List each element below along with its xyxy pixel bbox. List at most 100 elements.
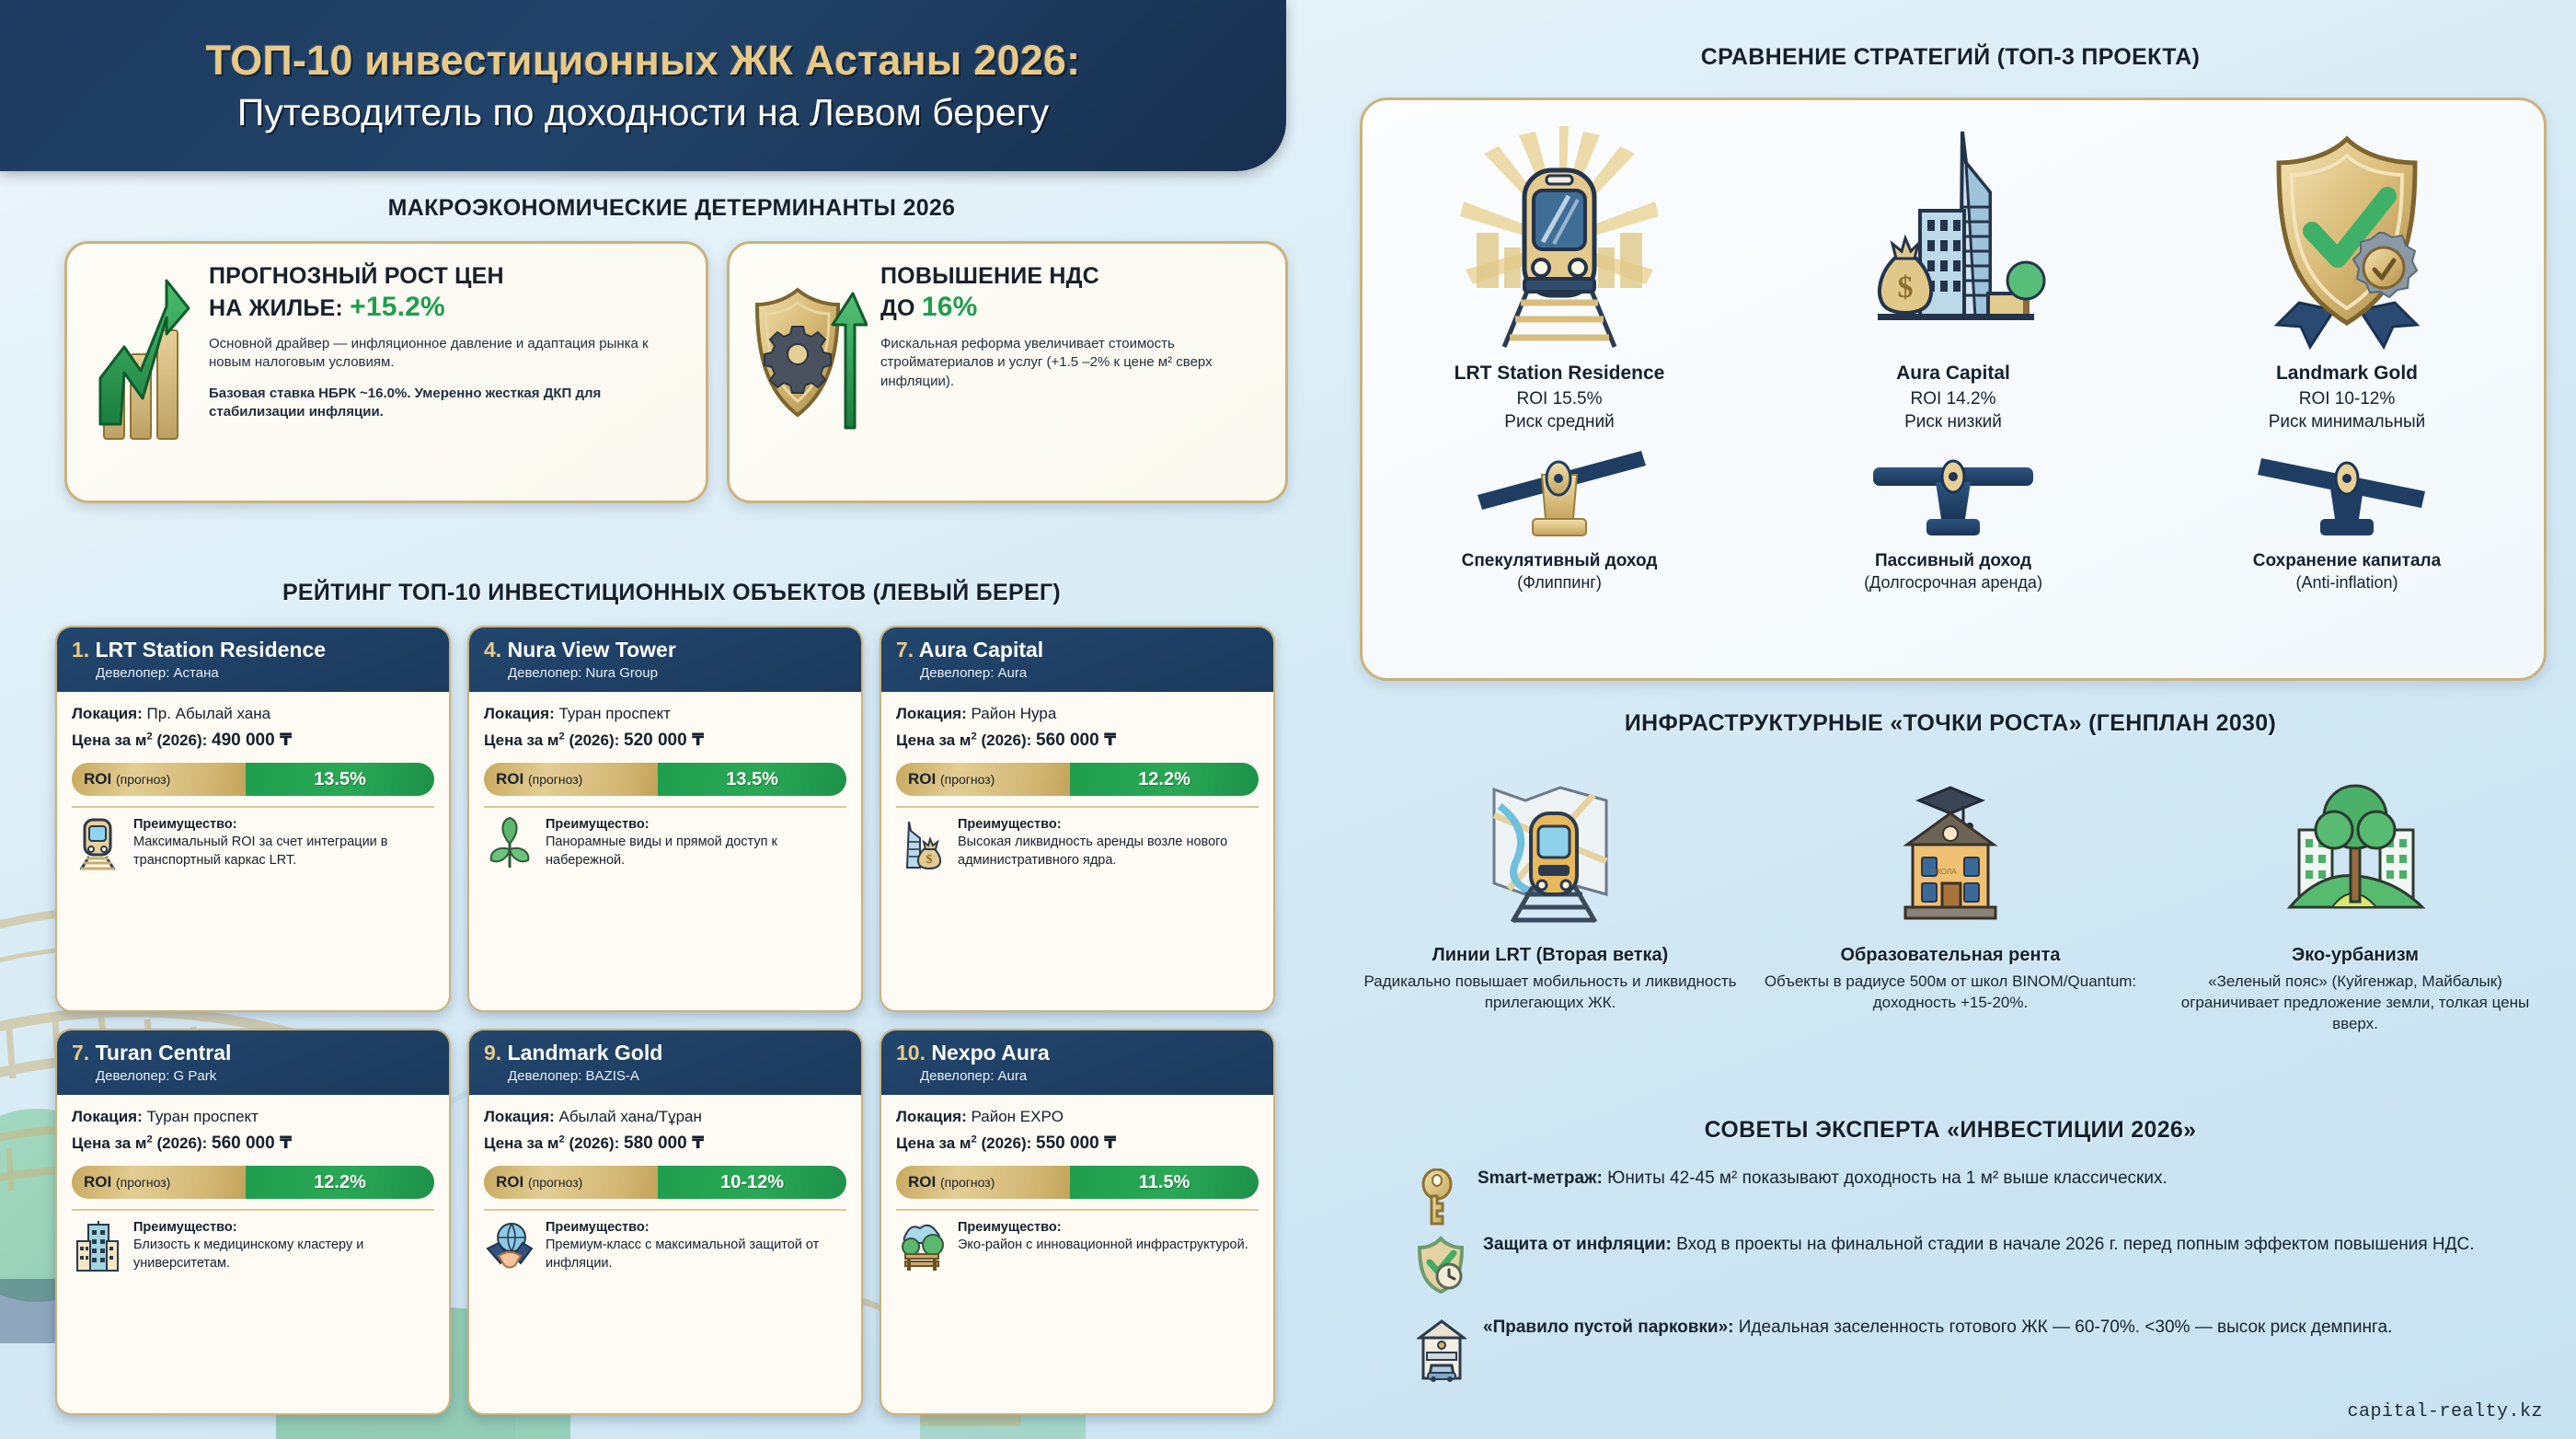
ranking-card-title: 1. LRT Station Residence — [72, 638, 327, 662]
macro-desc-vat: Фискальная реформа увеличивает стоимость… — [880, 336, 1213, 389]
tip-body: Вход в проекты на финальной стадии в нач… — [1671, 1235, 2475, 1254]
ranking-price: Цена за м2 (2026): 520 000 ₸ — [484, 731, 705, 750]
infra-desc: Радикально повышает мобильность и ликвид… — [1363, 973, 1737, 1012]
ranking-advantage-text: Преимущество:Эко-район с инновационной и… — [958, 1220, 1248, 1253]
section-title-ranking: РЕЙТИНГ ТОП-10 ИНВЕСТИЦИОННЫХ ОБЪЕКТОВ (… — [282, 580, 1062, 605]
ranking-card-header: 1. LRT Station Residence Девелопер: Аста… — [57, 627, 449, 692]
infra-title: Эко-урбанизм — [2291, 945, 2420, 965]
ranking-price: Цена за м2 (2026): 560 000 ₸ — [72, 1134, 293, 1153]
macro-card-price-growth: ПРОГНОЗНЫЙ РОСТ ЦЕН НА ЖИЛЬЕ: +15.2% Осн… — [64, 241, 708, 503]
svg-text:$: $ — [1898, 271, 1914, 305]
roi-bar: ROI (прогноз) 13.5% — [72, 763, 434, 796]
strategy-goal-sub: (Долгосрочная аренда) — [1864, 573, 2042, 592]
section-title-macro: МАКРОЭКОНОМИЧЕСКИЕ ДЕТЕРМИНАНТЫ 2026 — [387, 195, 956, 221]
roi-bar-label: ROI (прогноз) — [484, 763, 659, 796]
ranking-advantage-text: Преимущество:Близость к медицинскому кла… — [133, 1220, 364, 1271]
strategy-name: LRT Station Residence — [1454, 363, 1665, 384]
macro-headline-vat: ПОВЫШЕНИЕ НДС ДО 16% — [880, 263, 1099, 322]
ranking-location: Локация: Пр. Абылай хана — [72, 705, 271, 722]
ranking-location: Локация: Туран проспект — [484, 705, 671, 722]
ranking-developer: Девелопер: Aura — [920, 1068, 1028, 1084]
strategy-column-aura: $ Aura Capital ROI 14.2% Риск низкий Пас… — [1756, 100, 2150, 678]
tip-bold: Smart-метраж: — [1478, 1168, 1603, 1188]
ranking-developer: Девелопер: Nura Group — [508, 665, 658, 681]
shield-clock-icon — [1417, 1235, 1466, 1300]
divider — [896, 806, 1259, 808]
vat-value: 16% — [921, 291, 978, 322]
roi-bar-value: 11.5% — [1070, 1166, 1259, 1199]
roi-bar: ROI (прогноз) 10-12% — [484, 1166, 846, 1199]
macro-headline-price: ПРОГНОЗНЫЙ РОСТ ЦЕН НА ЖИЛЬЕ: +15.2% — [209, 263, 504, 322]
ranking-price: Цена за м2 (2026): 550 000 ₸ — [896, 1134, 1117, 1153]
roi-bar: ROI (прогноз) 13.5% — [484, 763, 846, 796]
tip-body: Идеальная заселенность готового ЖК — 60-… — [1733, 1318, 2393, 1337]
roi-value: 13.5% — [314, 768, 366, 789]
ranking-advantage-text: Преимущество:Максимальный ROI за счет ин… — [133, 817, 388, 868]
ranking-advantage-text: Преимущество:Панорамные виды и прямой до… — [546, 817, 777, 868]
ranking-developer: Девелопер: Астана — [96, 665, 219, 681]
tip-bold: «Правило пустой парковки»: — [1483, 1318, 1734, 1337]
ranking-card-header: 4. Nura View Tower Девелопер: Nura Group — [469, 627, 861, 692]
ranking-card[interactable]: 1. LRT Station Residence Девелопер: Аста… — [55, 626, 451, 1012]
ranking-location: Локация: Район EXPO — [896, 1108, 1064, 1125]
strategy-column-lrt: LRT Station Residence ROI 15.5% Риск сре… — [1363, 100, 1756, 678]
divider — [72, 1209, 434, 1211]
infra-block-lrt: Линии LRT (Вторая ветка) Радикально повы… — [1362, 773, 1739, 1013]
macro-rate-note: Базовая ставка НБРК ~16.0%. Умеренно жес… — [209, 385, 602, 420]
shield-gear-arrow-icon — [750, 270, 868, 440]
ranking-number: 10. — [896, 1041, 926, 1065]
strategy-risk: Риск низкий — [1904, 412, 2002, 432]
price-growth-value: +15.2% — [350, 291, 445, 322]
roi-bar-value: 12.2% — [246, 1166, 434, 1199]
svg-text:ШКОЛА: ШКОЛА — [1930, 868, 1957, 876]
school-graduation-icon: ШКОЛА — [1757, 773, 2144, 934]
ranking-developer: Девелопер: BAZIS-A — [508, 1068, 639, 1084]
tree-green-city-icon — [2162, 773, 2548, 934]
ranking-developer: Девелопер: Aura — [920, 665, 1028, 681]
strategy-column-landmark: Landmark Gold ROI 10-12% Риск минимальны… — [2150, 100, 2544, 678]
strategy-roi: ROI 10-12% — [2298, 389, 2396, 409]
strategy-name: Aura Capital — [1896, 363, 2010, 384]
ranking-price: Цена за м2 (2026): 490 000 ₸ — [72, 731, 293, 750]
roi-bar-label: ROI (прогноз) — [72, 763, 247, 796]
balance-scale-tilted-right-navy-icon — [2250, 442, 2444, 546]
tip-body: Юниты 42-45 м² показывают доходность на … — [1602, 1168, 2168, 1188]
ranking-advantage: $ Преимущество:Высокая ликвидность аренд… — [896, 816, 1259, 876]
ranking-card[interactable]: 7. Aura Capital Девелопер: Aura Локация:… — [880, 626, 1275, 1012]
infra-block-education: ШКОЛА Образовательная рента Объекты в ра… — [1757, 773, 2144, 1013]
strategy-name: Landmark Gold — [2275, 363, 2419, 384]
handshake-globe-icon — [484, 1219, 535, 1279]
balance-scale-level-navy-icon — [1857, 442, 2050, 546]
section-title-tips: СОВЕТЫ ЭКСПЕРТА «ИНВЕСТИЦИИ 2026» — [1704, 1117, 2197, 1143]
office-building-icon — [72, 1219, 123, 1279]
ranking-card[interactable]: 4. Nura View Tower Девелопер: Nura Group… — [467, 626, 863, 1012]
ranking-card-header: 7. Turan Central Девелопер: G Park — [57, 1030, 449, 1095]
key-icon — [1417, 1168, 1461, 1234]
ranking-card[interactable]: 9. Landmark Gold Девелопер: BAZIS-A Лока… — [467, 1029, 863, 1415]
ranking-card[interactable]: 7. Turan Central Девелопер: G Park Локац… — [55, 1029, 451, 1415]
ranking-card-body: Локация: Туран проспект Цена за м2 (2026… — [469, 692, 861, 1010]
ranking-card[interactable]: 10. Nexpo Aura Девелопер: Aura Локация: … — [880, 1029, 1275, 1415]
garage-car-icon — [1415, 1318, 1468, 1387]
tip-smart-area: Smart-метраж: Юниты 42-45 м² показывают … — [1417, 1167, 2548, 1234]
roi-value: 12.2% — [1138, 768, 1190, 789]
strategy-risk: Риск минимальный — [2268, 412, 2426, 432]
balance-scale-tilted-gold-icon — [1463, 442, 1656, 546]
train-rays-icon — [1458, 122, 1661, 357]
ranking-card-header: 10. Nexpo Aura Девелопер: Aura — [881, 1030, 1273, 1095]
ranking-card-body: Локация: Пр. Абылай хана Цена за м2 (202… — [57, 692, 449, 1010]
section-title-infrastructure: ИНФРАСТРУКТУРНЫЕ «ТОЧКИ РОСТА» (ГЕНПЛАН … — [1624, 710, 2277, 736]
roi-bar: ROI (прогноз) 12.2% — [72, 1166, 434, 1199]
roi-bar: ROI (прогноз) 12.2% — [896, 763, 1259, 796]
ranking-advantage-text: Преимущество:Премиум-класс с максимально… — [546, 1220, 820, 1271]
macro-desc-price: Основной драйвер — инфляционное давление… — [209, 336, 649, 371]
ranking-card-title: 4. Nura View Tower — [484, 638, 676, 662]
roi-bar-value: 13.5% — [246, 763, 434, 796]
page-title-line2: Путеводитель по доходности на Левом бере… — [236, 91, 1050, 133]
infra-desc: Объекты в радиусе 500м от школ BINOM/Qua… — [1764, 973, 2137, 1012]
infra-title: Образовательная рента — [1840, 945, 2061, 965]
divider — [484, 806, 846, 808]
roi-bar-label: ROI (прогноз) — [72, 1166, 247, 1199]
ranking-location: Локация: Абылай хана/Тұран — [484, 1108, 702, 1125]
ranking-card-header: 7. Aura Capital Девелопер: Aura — [881, 627, 1273, 692]
